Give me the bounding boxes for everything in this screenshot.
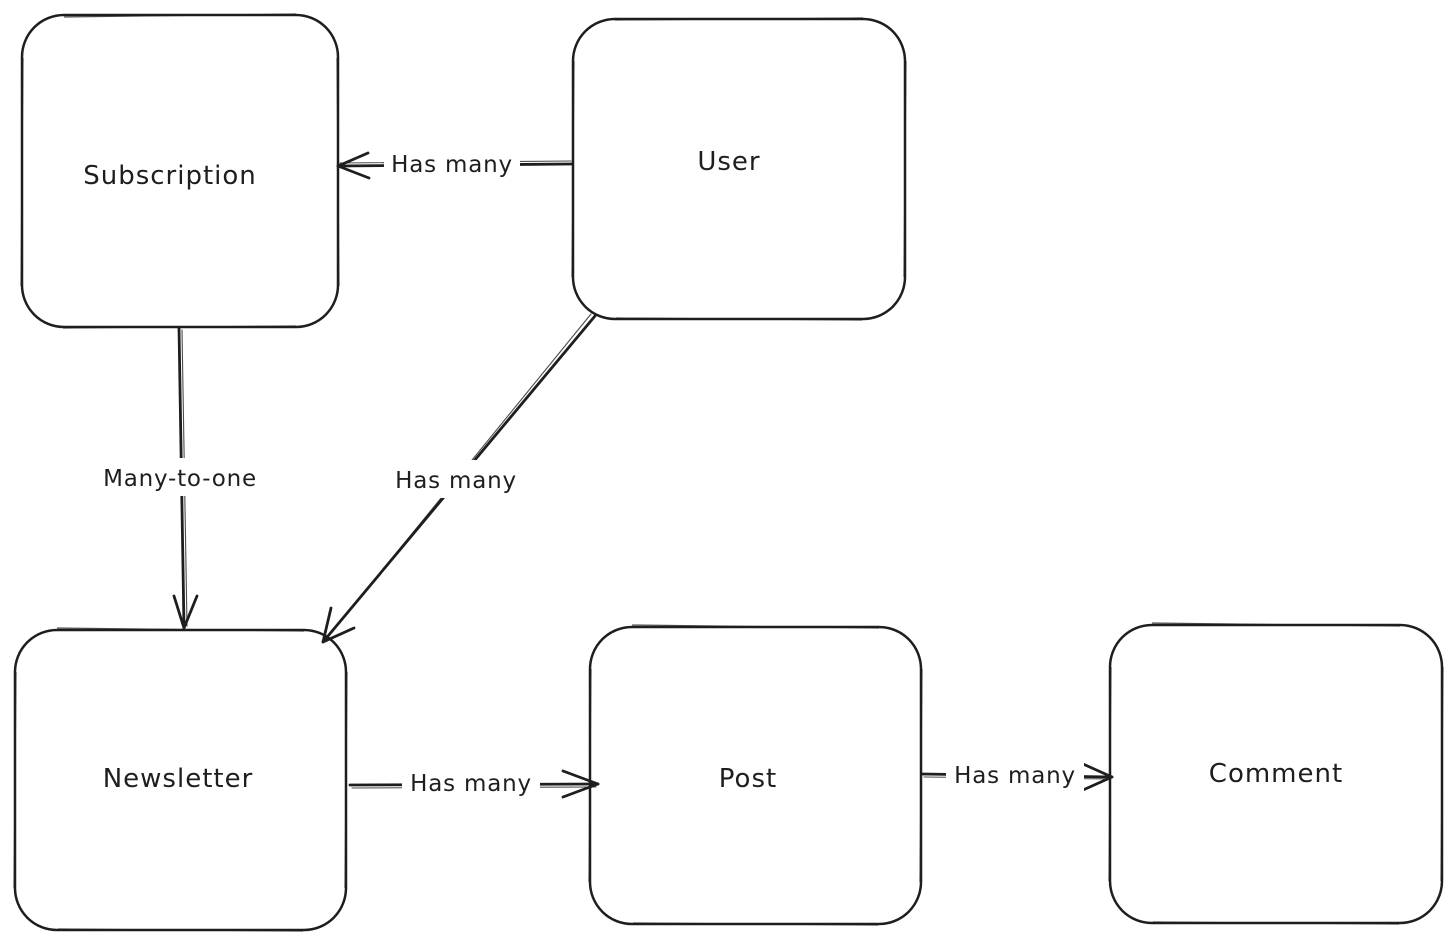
edge-label-post-comment: Has many bbox=[954, 763, 1076, 789]
node-label-comment: Comment bbox=[1209, 759, 1343, 789]
node-post[interactable]: Post bbox=[588, 624, 923, 926]
edge-label-newsletter-post: Has many bbox=[410, 771, 532, 797]
edge-subscription-newsletter[interactable]: Many-to-one bbox=[86, 326, 274, 630]
node-newsletter[interactable]: Newsletter bbox=[13, 627, 348, 932]
arrowhead-comment bbox=[1081, 762, 1114, 792]
node-label-user: User bbox=[697, 147, 760, 177]
node-comment[interactable]: Comment bbox=[1108, 622, 1444, 925]
node-label-newsletter: Newsletter bbox=[103, 764, 254, 794]
edge-label-user-newsletter: Has many bbox=[395, 468, 517, 494]
edge-user-newsletter[interactable]: Has many bbox=[321, 313, 597, 644]
edge-user-subscription[interactable]: Has many bbox=[336, 146, 574, 182]
node-label-subscription: Subscription bbox=[83, 161, 257, 191]
arrowhead-newsletter-from-user bbox=[321, 606, 356, 644]
node-user[interactable]: User bbox=[571, 17, 907, 321]
edge-newsletter-post[interactable]: Has many bbox=[348, 764, 600, 800]
arrowhead-post bbox=[561, 769, 600, 799]
edge-post-comment[interactable]: Has many bbox=[920, 756, 1114, 792]
node-subscription[interactable]: Subscription bbox=[20, 13, 340, 329]
edge-label-subscription-newsletter: Many-to-one bbox=[103, 466, 257, 492]
arrowhead-subscription bbox=[336, 151, 371, 180]
node-label-post: Post bbox=[719, 764, 777, 794]
edge-label-user-subscription: Has many bbox=[391, 152, 513, 178]
arrowhead-newsletter-from-subscription bbox=[172, 594, 199, 630]
